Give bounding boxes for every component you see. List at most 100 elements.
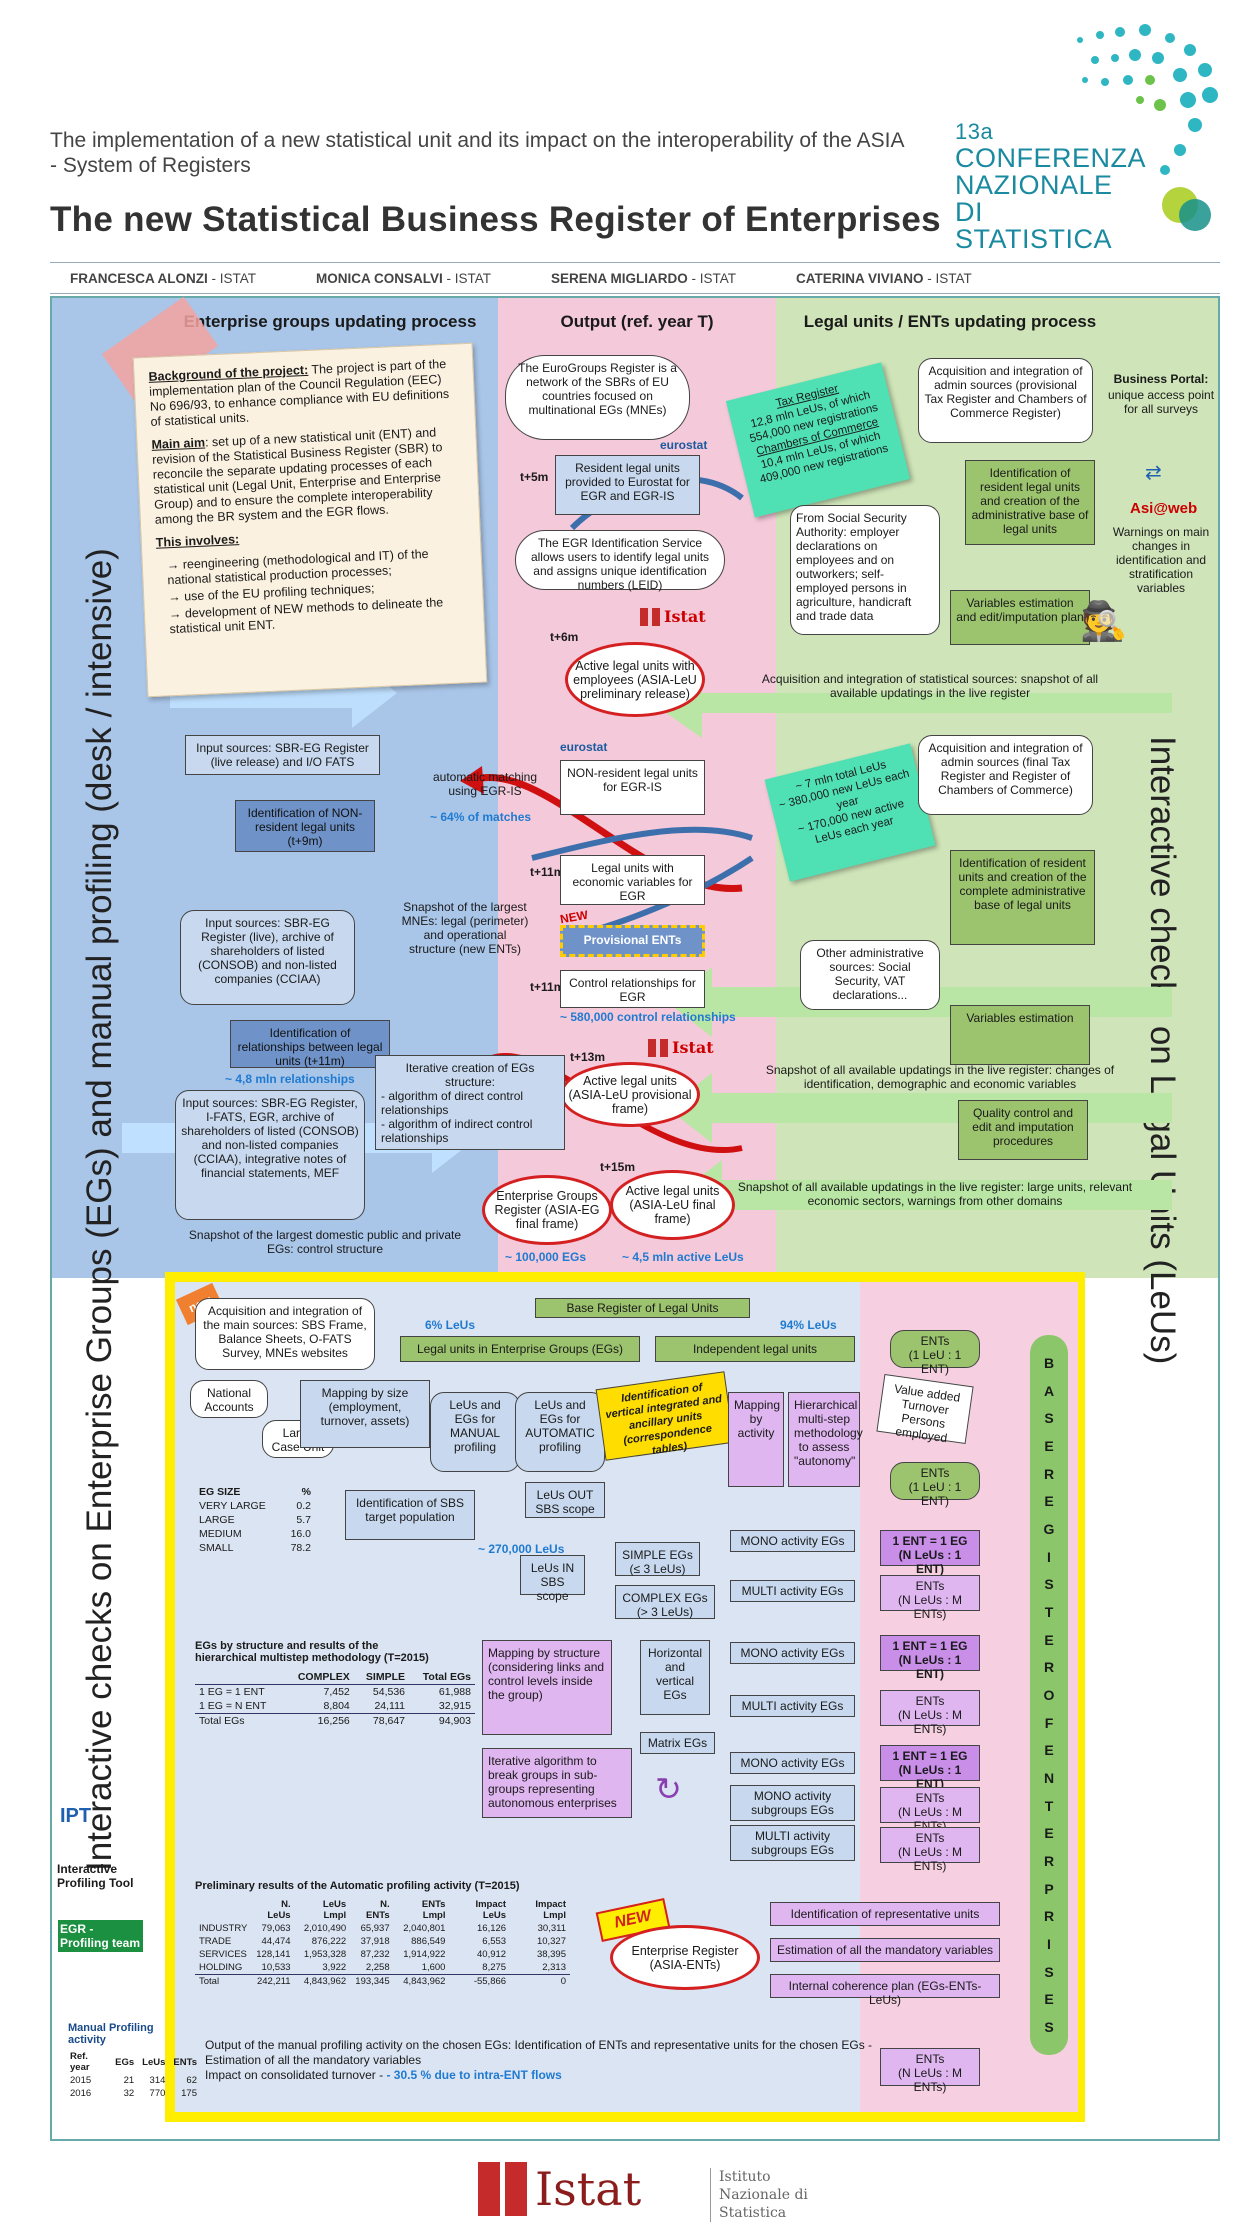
asia-prov: Active legal units (ASIA-LeU provisional…	[560, 1062, 700, 1127]
istat-footer-name: Istituto Nazionale di Statistica	[710, 2168, 820, 2222]
eg-count: ~ 100,000 EGs	[505, 1250, 587, 1264]
pin-dots-icon	[1077, 24, 1218, 231]
register-letter: B	[1043, 1354, 1055, 1371]
ent-eg-3: 1 ENT = 1 EG(N LeUs : 1 ENT)	[880, 1745, 980, 1791]
background-note: Background of the project: The project i…	[132, 342, 488, 698]
t13-label: t+13m	[570, 1050, 606, 1064]
istat-square-icon	[505, 2162, 527, 2216]
acq-admin-2: Acquisition and integration of admin sou…	[918, 735, 1093, 815]
ents-nm-3: ENTs(N LeUs : M ENTs)	[880, 1787, 980, 1833]
leu-count: ~ 4,5 mln active LeUs	[622, 1250, 744, 1264]
register-letter: S	[1044, 2018, 1054, 2035]
eurostat-logo: eurostat	[660, 438, 708, 452]
eurostat-logo-2: eurostat	[560, 740, 608, 754]
input-sources-2: Input sources: SBR-EG Register (live), a…	[180, 910, 355, 1005]
est-vars: Estimation of all the mandatory variable…	[770, 1938, 1000, 1962]
ents-11: ENTs(1 LeU : 1 ENT)	[890, 1330, 980, 1376]
poster-subtitle: The implementation of a new statistical …	[50, 129, 904, 177]
map-activity: Mapping by activity	[728, 1392, 784, 1487]
register-letter: S	[1044, 1963, 1054, 1980]
poster-frame	[50, 296, 1220, 2141]
iterative-algo: Iterative algorithm to break groups in s…	[482, 1748, 632, 1818]
hierarchical: Hierarchical multi-step methodology to a…	[788, 1392, 863, 1487]
leu-count-270: ~ 270,000 LeUs	[478, 1542, 565, 1556]
author: SERENA MIGLIARDO - ISTAT	[551, 270, 737, 286]
resident-box: Resident legal units provided to Eurosta…	[555, 455, 700, 515]
leu-in: LeUs IN SBS scope	[520, 1555, 585, 1603]
base-register: Base Register of Legal Units	[535, 1298, 750, 1318]
snapshot-3: Snapshot of all available updatings in t…	[737, 1180, 1133, 1208]
middle-column-heading: Output (ref. year T)	[560, 312, 714, 331]
matrix-egs: Matrix EGs	[640, 1732, 715, 1754]
var-est-1: Variables estimation and edit/imputation…	[950, 590, 1090, 645]
poster-title: The new Statistical Business Register of…	[50, 200, 941, 239]
input-sources-3: Input sources: SBR-EG Register, I-FATS, …	[175, 1090, 365, 1220]
conference-logo	[1060, 20, 1230, 240]
ipt-text: Interactive Profiling Tool	[57, 1862, 134, 1890]
t11b-label: t+11m	[530, 980, 565, 994]
istat-square-icon	[478, 2162, 500, 2216]
register-letter: R	[1043, 1852, 1055, 1869]
register-letter: R	[1043, 1908, 1055, 1925]
iter-creation: Iterative creation of EGs structure: - a…	[375, 1055, 565, 1150]
author: FRANCESCA ALONZI - ISTAT	[70, 270, 256, 286]
acq-admin-1: Acquisition and integration of admin sou…	[918, 358, 1093, 443]
manual-title: Manual Profiling activity	[68, 2022, 154, 2046]
register-letter: F	[1044, 1714, 1054, 1731]
author: MONICA CONSALVI - ISTAT	[316, 270, 491, 286]
multi-1: MULTI activity EGs	[730, 1580, 855, 1602]
ent-eg-1: 1 ENT = 1 EG(N LeUs : 1 ENT)	[880, 1530, 980, 1576]
acq-stat: Acquisition and integration of statistic…	[761, 672, 1099, 700]
ents-nm-2: ENTs(N LeUs : M ENTs)	[880, 1690, 980, 1736]
register-letter: G	[1043, 1520, 1055, 1537]
pct-94: 94% LeUs	[780, 1318, 837, 1332]
snapshot-dom: Snapshot of the largest domestic public …	[188, 1228, 462, 1256]
t11-label: t+11m	[530, 865, 565, 879]
asiweb-text: Warnings on main changes in identificati…	[1112, 525, 1210, 595]
simple-egs: SIMPLE EGs (≤ 3 LeUs)	[615, 1542, 700, 1576]
ipt-label: IPT	[60, 1805, 92, 1827]
var-est-2: Variables estimation	[950, 1005, 1090, 1065]
multi-sub: MULTI activity subgroups EGs	[730, 1825, 855, 1861]
register-letter: T	[1044, 1603, 1054, 1620]
register-letter: E	[1044, 1493, 1054, 1510]
auto-match: automatic matching using EGR-IS	[432, 770, 538, 798]
register-letter: E	[1044, 1742, 1054, 1759]
ident-rel: Identification of relationships between …	[230, 1020, 390, 1068]
portal-title: Business Portal:	[1113, 372, 1209, 386]
authors-bar: FRANCESCA ALONZI - ISTAT MONICA CONSALVI…	[50, 262, 1220, 294]
ent-eg-2: 1 ENT = 1 EG(N LeUs : 1 ENT)	[880, 1635, 980, 1681]
conference-name: 13a CONFERENZA NAZIONALE DI STATISTICA	[955, 119, 1147, 254]
coherence: Internal coherence plan (EGs-ENTs-LeUs)	[770, 1974, 1000, 2007]
manual-profiling: LeUs and EGs for MANUAL profiling	[430, 1392, 520, 1472]
ident-nonres: Identification of NON-resident legal uni…	[235, 800, 375, 852]
register-letter: S	[1044, 1410, 1054, 1427]
left-column-heading: Enterprise groups updating process	[183, 312, 477, 331]
ident-resident-1: Identification of resident legal units a…	[965, 460, 1095, 545]
inspector-icon: 🕵	[1080, 601, 1128, 643]
register-letter: R	[1043, 1465, 1055, 1482]
right-column-heading: Legal units / ENTs updating process	[803, 312, 1097, 331]
asiweb-title: Asi@web	[1130, 500, 1198, 517]
istat-footer-logo: Istat	[535, 2162, 642, 2216]
register-letter: O	[1043, 1686, 1055, 1703]
register-letter: I	[1047, 1935, 1051, 1952]
register-letter: E	[1044, 1825, 1054, 1842]
leu-final: Active legal units (ASIA-LeU final frame…	[610, 1170, 735, 1240]
snapshot-2: Snapshot of all available updatings in t…	[765, 1063, 1115, 1091]
snapshot-mne: Snapshot of the largest MNEs: legal (per…	[401, 900, 529, 956]
horiz-egs: Horizontal and vertical EGs	[640, 1640, 710, 1715]
author: CATERINA VIVIANO - ISTAT	[796, 270, 972, 286]
manual-output: Output of the manual profiling activity …	[205, 2038, 873, 2082]
leu-out: LeUs OUT SBS scope	[525, 1482, 605, 1518]
register-letter: N	[1043, 1769, 1055, 1786]
istat-logo: Istat	[640, 608, 706, 626]
asia-prelim: Active legal units with employees (ASIA-…	[565, 642, 705, 717]
egr-is-cloud: The EGR Identification Service allows us…	[515, 530, 725, 592]
mono-sub: MONO activity subgroups EGs	[730, 1785, 855, 1821]
ents-nm-1: ENTs(N LeUs : M ENTs)	[880, 1575, 980, 1621]
pct-6: 6% LeUs	[425, 1318, 476, 1332]
t6-label: t+6m	[550, 630, 579, 644]
